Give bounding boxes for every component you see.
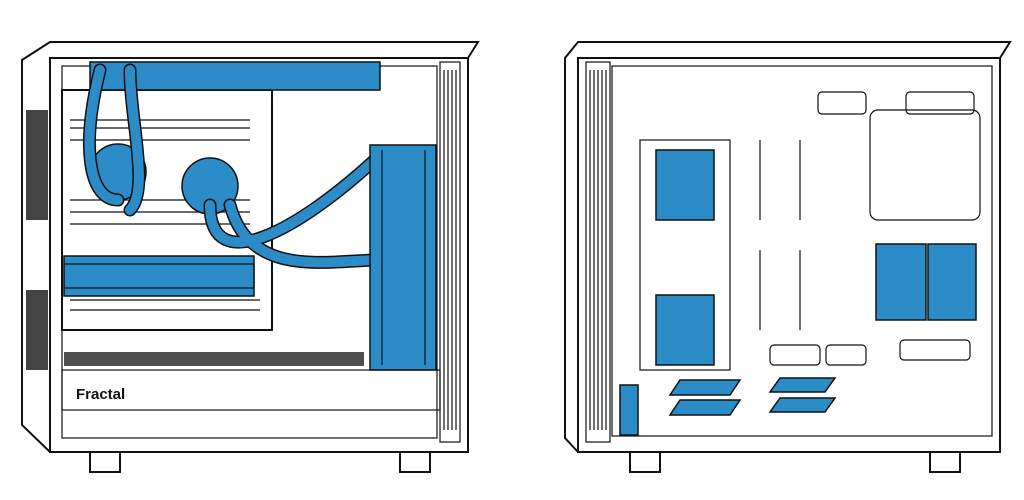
case-right-view [564,41,1012,473]
drive-cage [639,139,731,371]
ssd-4 [927,243,977,321]
ssd-2 [655,294,715,366]
fractal-logo: Fractal [76,386,126,403]
ssd-3 [875,243,927,321]
graphics-card [63,255,255,297]
front-vent-slats [443,70,457,430]
case-left-view [21,41,480,473]
psu-shroud [61,369,441,411]
top-radiator [89,61,381,91]
cpu-cutout [869,109,981,221]
ssd-1 [655,149,715,221]
front-radiator [369,144,437,371]
